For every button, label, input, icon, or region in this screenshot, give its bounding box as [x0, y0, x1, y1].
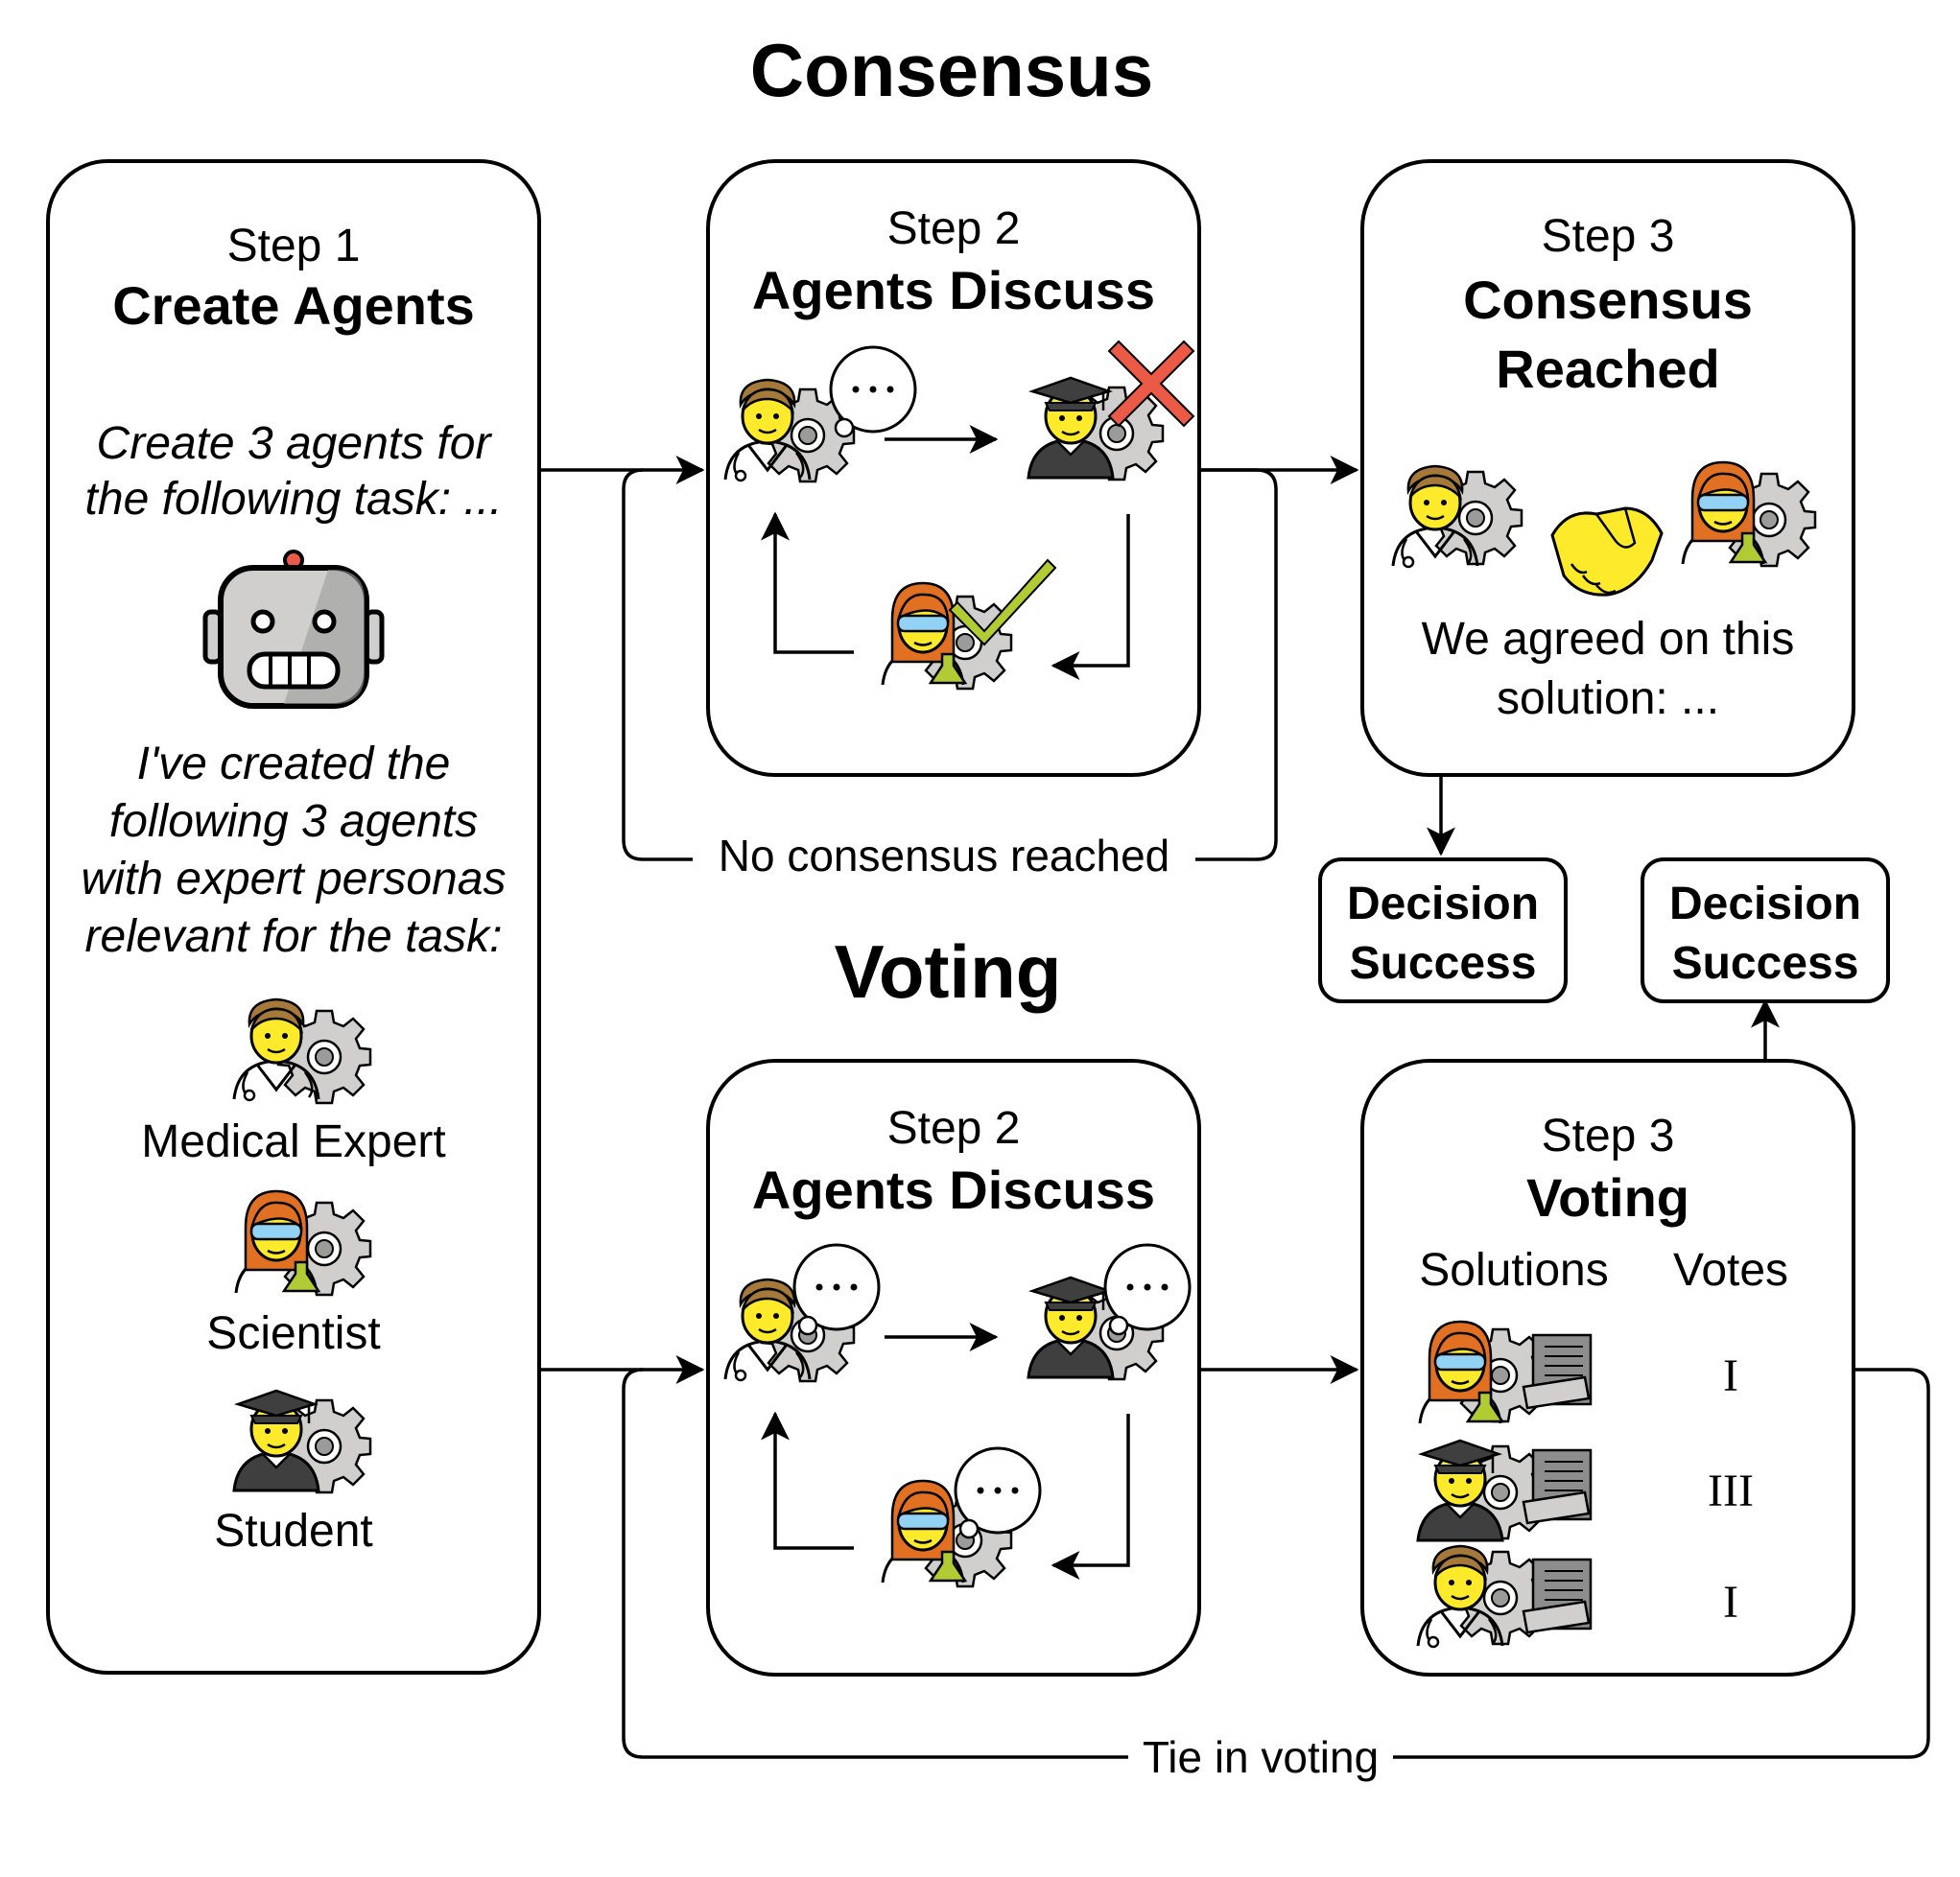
voting-decision-line-2: Success	[1672, 938, 1859, 989]
col-header-solutions: Solutions	[1419, 1245, 1608, 1296]
voting-step3-title: Voting	[1526, 1167, 1689, 1228]
voting-step2-label: Step 2	[887, 1103, 1021, 1154]
arrow-student-to-scientist	[1051, 514, 1130, 680]
robot-icon	[202, 550, 385, 709]
check-icon	[948, 558, 1057, 646]
agent-label-medical-expert: Medical Expert	[141, 1116, 445, 1167]
consensus-step2-box: Step 2 Agents Discuss	[706, 159, 1201, 777]
voting-step3-box: Step 3 Voting Solutions Votes I III	[1360, 1059, 1855, 1677]
solution-row: III	[1416, 1439, 1754, 1542]
arrow-student-to-scientist	[1051, 1414, 1130, 1580]
voting-step2-title: Agents Discuss	[752, 1160, 1155, 1220]
vote-tally: I	[1723, 1350, 1738, 1401]
voting-title: Voting	[835, 929, 1062, 1014]
tie-in-voting-label: Tie in voting	[1143, 1732, 1379, 1782]
cross-icon	[1107, 340, 1195, 428]
consensus-step3-text-line-2: solution: ...	[1497, 673, 1719, 724]
voting-step2-box: Step 2 Agents Discuss	[706, 1059, 1201, 1677]
step1-response-line-2: following 3 agents	[109, 796, 478, 847]
consensus-decision-line-2: Success	[1350, 938, 1537, 989]
step1-title: Create Agents	[112, 275, 475, 336]
consensus-decision-line-1: Decision	[1347, 879, 1539, 929]
step1-label: Step 1	[227, 221, 361, 271]
voting-decision-box: Decision Success	[1641, 857, 1890, 1003]
vote-tally: III	[1708, 1466, 1754, 1516]
paper-icon	[1522, 1558, 1593, 1634]
vote-tally: I	[1723, 1577, 1738, 1628]
no-consensus-label: No consensus reached	[719, 831, 1170, 880]
step1-prompt-line-1: Create 3 agents for	[97, 418, 493, 469]
consensus-step3-box: Step 3 Consensus Reached We agreed on th…	[1360, 159, 1855, 777]
handshake-icon	[1550, 506, 1664, 597]
arrow-scientist-to-doctor	[761, 1411, 854, 1550]
no-consensus-loop	[622, 468, 1278, 861]
solution-row: I	[1416, 1544, 1738, 1649]
consensus-step2-title: Agents Discuss	[752, 260, 1155, 320]
consensus-step2-label: Step 2	[887, 203, 1021, 254]
paper-icon	[1522, 1333, 1593, 1410]
consensus-step3-title-line-1: Consensus	[1463, 270, 1753, 330]
tie-loop	[622, 1368, 1930, 1759]
consensus-decision-box: Decision Success	[1318, 857, 1568, 1003]
solution-row: I	[1418, 1320, 1738, 1425]
agent-label-student: Student	[214, 1506, 372, 1557]
step1-box: Step 1 Create Agents Create 3 agents for…	[46, 159, 541, 1675]
col-header-votes: Votes	[1673, 1245, 1788, 1296]
arrow-scientist-to-doctor	[761, 511, 854, 654]
solution-student-icon	[1416, 1439, 1548, 1542]
step1-response-line-1: I've created the	[137, 739, 451, 789]
consensus-title: Consensus	[750, 28, 1153, 112]
voting-decision-line-1: Decision	[1669, 879, 1861, 929]
step1-response-line-4: relevant for the task:	[85, 911, 503, 962]
consensus-step3-title-line-2: Reached	[1496, 339, 1719, 399]
step1-response-line-3: with expert personas	[82, 854, 507, 904]
consensus-step3-label: Step 3	[1542, 211, 1675, 262]
agent-label-scientist: Scientist	[206, 1308, 380, 1359]
voting-step3-label: Step 3	[1542, 1111, 1675, 1161]
step1-prompt-line-2: the following task: ...	[85, 474, 503, 525]
paper-icon	[1522, 1448, 1593, 1525]
consensus-step3-text-line-1: We agreed on this	[1422, 614, 1795, 665]
